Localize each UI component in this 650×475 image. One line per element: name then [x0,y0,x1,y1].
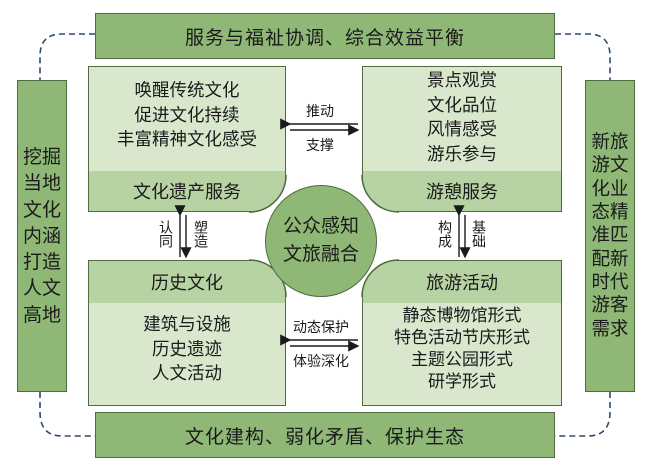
top-banner: 服务与福祉协调、综合效益平衡 [95,13,555,59]
right-column-line-3: 态精 [591,202,629,224]
center-line-2: 文旅融合 [282,243,359,265]
connector-right-a: 构成 [436,220,452,248]
band-tourism-activities: 旅游活动 [363,261,561,303]
bottom-banner: 文化建构、弱化矛盾、保护生态 [95,412,555,458]
band-historical-culture: 历史文化 [89,261,285,303]
recreation-line-1: 文化品位 [427,95,497,116]
quadrant-lines: 唤醒传统文化促进文化持续丰富精神文化感受 [89,79,285,153]
center-line-1: 公众感知 [282,215,359,238]
left-column-line-2: 文化 [22,198,61,221]
right-column-line-4: 准匹 [591,225,629,247]
left-column-line-1: 当地 [22,172,61,195]
right-column-line-2: 化业 [591,178,629,200]
heritage-line-1: 促进文化持续 [134,105,240,126]
quadrant-lines: 静态博物馆形式特色活动节庆形式主题公园形式研学形式 [363,305,561,393]
quadrant-cultural-heritage-service: 唤醒传统文化促进文化持续丰富精神文化感受 文化遗产服务 [88,66,286,212]
connector-bottom-upper: 动态保护 [293,320,349,336]
left-column-line-3: 内涵 [22,224,61,247]
left-column-line-6: 高地 [22,303,61,326]
right-column-line-1: 游文 [591,155,629,177]
heritage-line-2: 丰富精神文化感受 [117,130,257,150]
right-column-line-6: 时代 [591,271,629,293]
right-column: 新旅游文化业态精准匹配新时代游客需求 [585,80,635,392]
tourism-line-2: 主题公园形式 [411,350,513,371]
tourism-line-1: 特色活动节庆形式 [394,328,530,349]
left-column-line-0: 挖掘 [22,146,61,169]
quadrant-lines: 建筑与设施历史遗迹人文活动 [89,313,285,387]
right-column-line-7: 游客 [591,295,629,317]
right-column-line-5: 配新 [591,248,629,270]
history-line-2: 人文活动 [152,364,222,384]
history-line-0: 建筑与设施 [143,315,231,335]
tourism-line-3: 研学形式 [428,372,496,393]
recreation-line-3: 游乐参与 [427,144,497,165]
band-cultural-heritage-service: 文化遗产服务 [89,171,285,211]
center-circle: 公众感知 文旅融合 [265,185,377,297]
tourism-line-0: 静态博物馆形式 [402,306,522,326]
left-column: 挖掘当地文化内涵打造人文高地 [17,80,67,392]
connector-right-b: 基础 [470,220,486,248]
connector-left-b: 塑造 [192,220,208,248]
left-column-line-5: 人文 [22,277,61,300]
right-column-line-0: 新旅 [591,132,629,154]
recreation-line-2: 风情感受 [427,120,497,140]
connector-bottom-lower: 体验深化 [293,354,349,370]
quadrant-recreation-service: 景点观赏文化品位风情感受游乐参与 游憩服务 [362,66,562,212]
quadrant-historical-culture: 历史文化 建筑与设施历史遗迹人文活动 [88,260,286,406]
band-recreation-service: 游憩服务 [363,171,561,211]
left-column-line-4: 打造 [22,251,61,274]
connector-top-lower: 支撑 [306,138,334,154]
right-column-line-8: 需求 [591,318,629,340]
history-line-1: 历史遗迹 [152,339,222,360]
heritage-line-0: 唤醒传统文化 [134,81,240,101]
recreation-line-0: 景点观赏 [427,71,497,91]
quadrant-lines: 景点观赏文化品位风情感受游乐参与 [363,69,561,167]
connector-top-upper: 推动 [306,104,334,120]
quadrant-tourism-activities: 旅游活动 静态博物馆形式特色活动节庆形式主题公园形式研学形式 [362,260,562,406]
connector-left-a: 认同 [157,220,173,248]
